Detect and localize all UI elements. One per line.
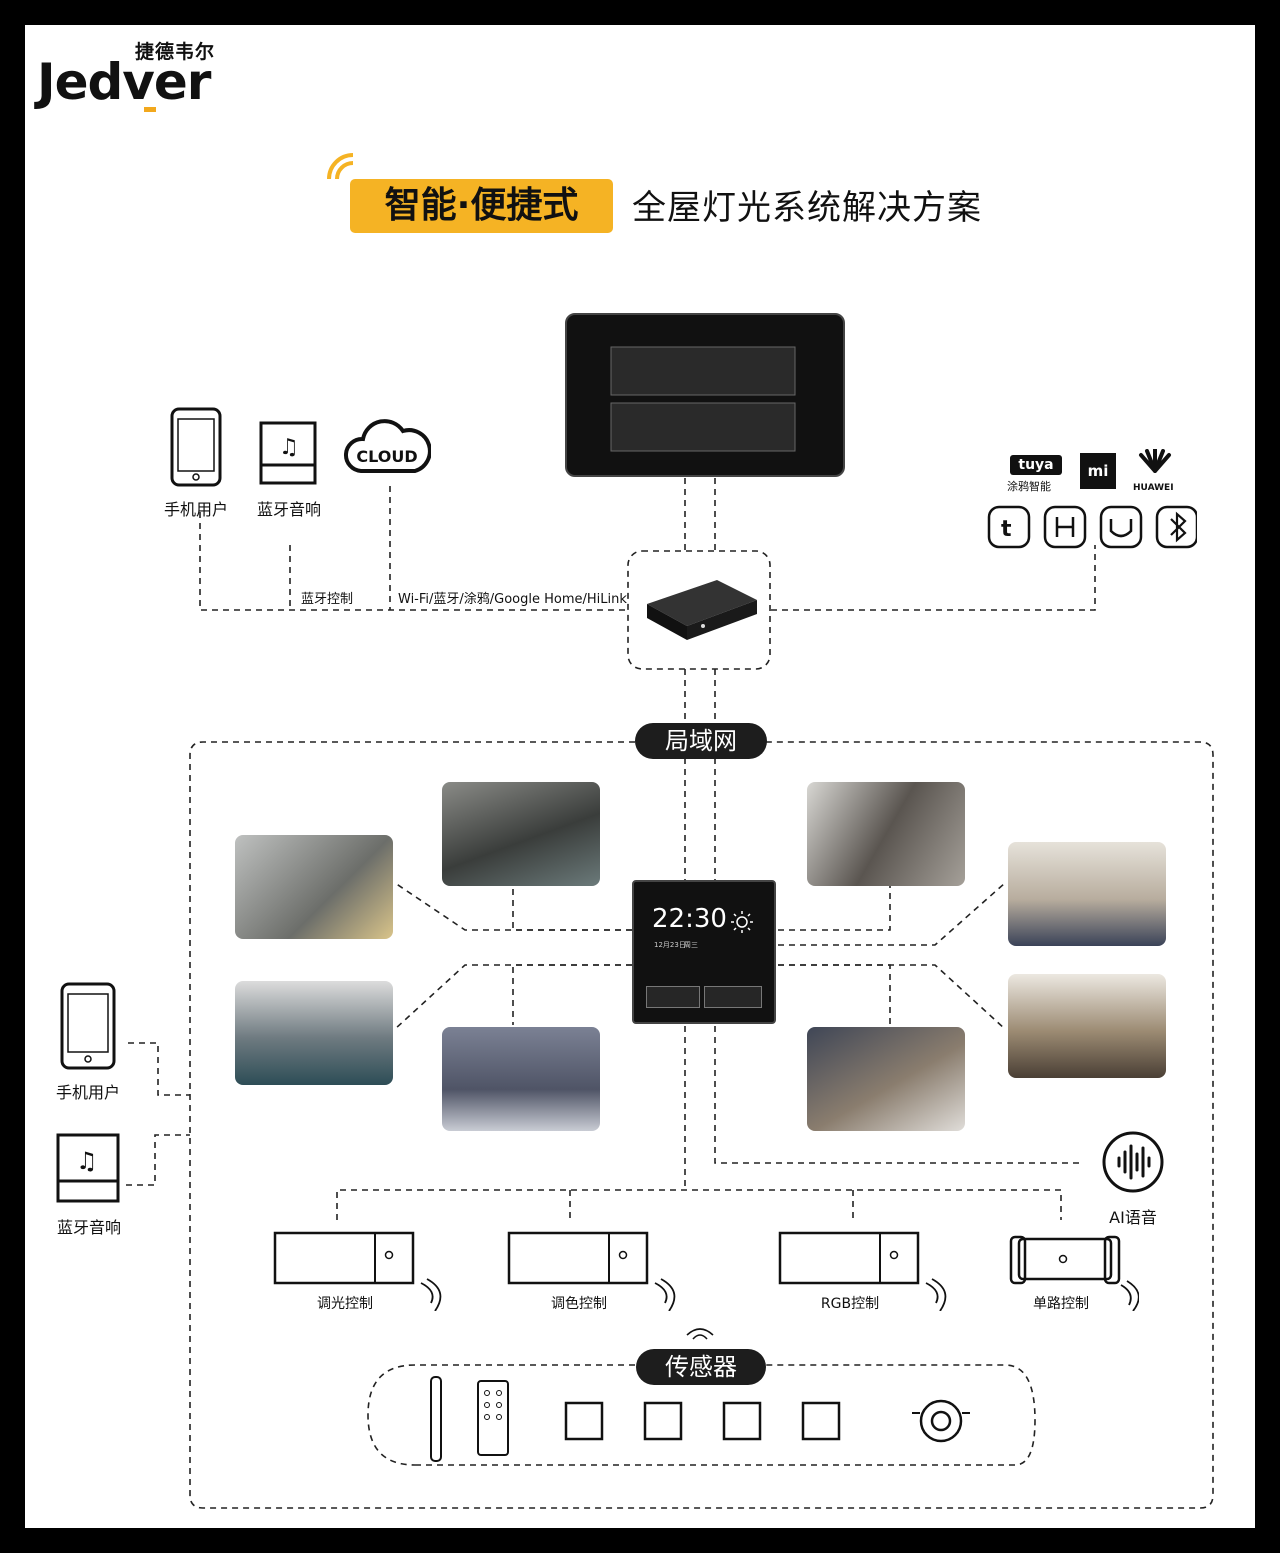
color-temp-controller (507, 1231, 676, 1311)
svg-text:♫: ♫ (279, 435, 299, 460)
main-control-panel[interactable] (565, 313, 845, 477)
wireless-signal-icon (686, 1328, 714, 1340)
speaker-icon: ♫ (259, 421, 317, 485)
tuya-logo: tuya (1010, 455, 1062, 475)
protocol-link-label: Wi-Fi/蓝牙/涂鸦/Google Home/HiLink (398, 592, 627, 607)
svg-text:t: t (1001, 517, 1012, 542)
left-phone-icon (60, 982, 116, 1070)
sun-icon (731, 911, 753, 933)
platform-icons: t (987, 505, 1197, 549)
cloud-label: CLOUD (356, 447, 418, 466)
cloud-icon (344, 419, 431, 473)
room-photo-dining (442, 782, 600, 886)
left-speaker-label: 蓝牙音响 (56, 1218, 121, 1237)
panel-time: 22:30 (652, 904, 727, 934)
sensor-label: 传感器 (636, 1349, 766, 1385)
dimmer-controller (273, 1231, 442, 1311)
controller-label-color: 调色控制 (551, 1296, 607, 1312)
mijia-app-icon (1099, 505, 1143, 549)
tuya-app-icon (987, 505, 1031, 549)
huawei-label: HUAWEI (1133, 483, 1174, 493)
huawei-flower-icon (1139, 449, 1171, 473)
sensor-devices (430, 1376, 970, 1462)
panel-date: 12月23日 (654, 941, 686, 949)
room-photo-study (1008, 974, 1166, 1078)
controller-label-rgb: RGB控制 (820, 1296, 880, 1312)
controller-label-single: 单路控制 (1033, 1296, 1089, 1312)
controller-label-dimmer: 调光控制 (317, 1296, 373, 1312)
room-photo-closet (807, 1027, 965, 1131)
room-photo-living (235, 981, 393, 1085)
rgb-controller (778, 1231, 947, 1311)
brand-name-cn: 捷德韦尔 (135, 41, 216, 63)
title-badge: 智能·便捷式 (350, 179, 613, 233)
bluetooth-link-label: 蓝牙控制 (301, 592, 354, 607)
top-speaker-label: 蓝牙音响 (256, 500, 321, 519)
ai-voice-label: AI语音 (1109, 1208, 1157, 1227)
single-channel-controller (1009, 1235, 1139, 1311)
left-speaker-icon: ♫ (56, 1133, 120, 1203)
ai-voice-icon[interactable] (1101, 1130, 1165, 1194)
scene-button-right[interactable] (704, 986, 762, 1008)
left-phone-label: 手机用户 (55, 1083, 120, 1102)
wall-control-panel[interactable]: 22:30 12月23日 周三 (632, 880, 776, 1024)
room-photo-bathroom (442, 1027, 600, 1131)
connection-lines (126, 478, 1214, 1509)
room-photo-kitchen (235, 835, 393, 939)
brand-logo: Jedver (37, 53, 211, 111)
page-title: 全屋灯光系统解决方案 (632, 188, 982, 228)
room-photo-cabinet (807, 782, 965, 886)
svg-text:♫: ♫ (76, 1147, 98, 1175)
scene-button-left[interactable] (646, 986, 700, 1008)
bluetooth-icon (1155, 505, 1197, 549)
tuya-cn-label: 涂鸦智能 (1007, 480, 1051, 493)
panel-screen-ui (610, 346, 796, 452)
wifi-signal-icon (327, 153, 354, 180)
phone-icon (170, 407, 222, 487)
gateway-hub (647, 580, 757, 640)
panel-weekday: 周三 (684, 941, 698, 949)
page: 捷德韦尔 Jedver 智能·便捷式 全屋灯光系统解决方案 手机用户 ♫ 蓝牙音… (25, 25, 1255, 1528)
mi-logo: mi (1080, 453, 1116, 489)
lan-label: 局域网 (635, 723, 767, 759)
room-photo-bedroom (1008, 842, 1166, 946)
brand-accent (144, 107, 156, 112)
top-phone-label: 手机用户 (163, 500, 228, 519)
hilink-app-icon (1043, 505, 1087, 549)
